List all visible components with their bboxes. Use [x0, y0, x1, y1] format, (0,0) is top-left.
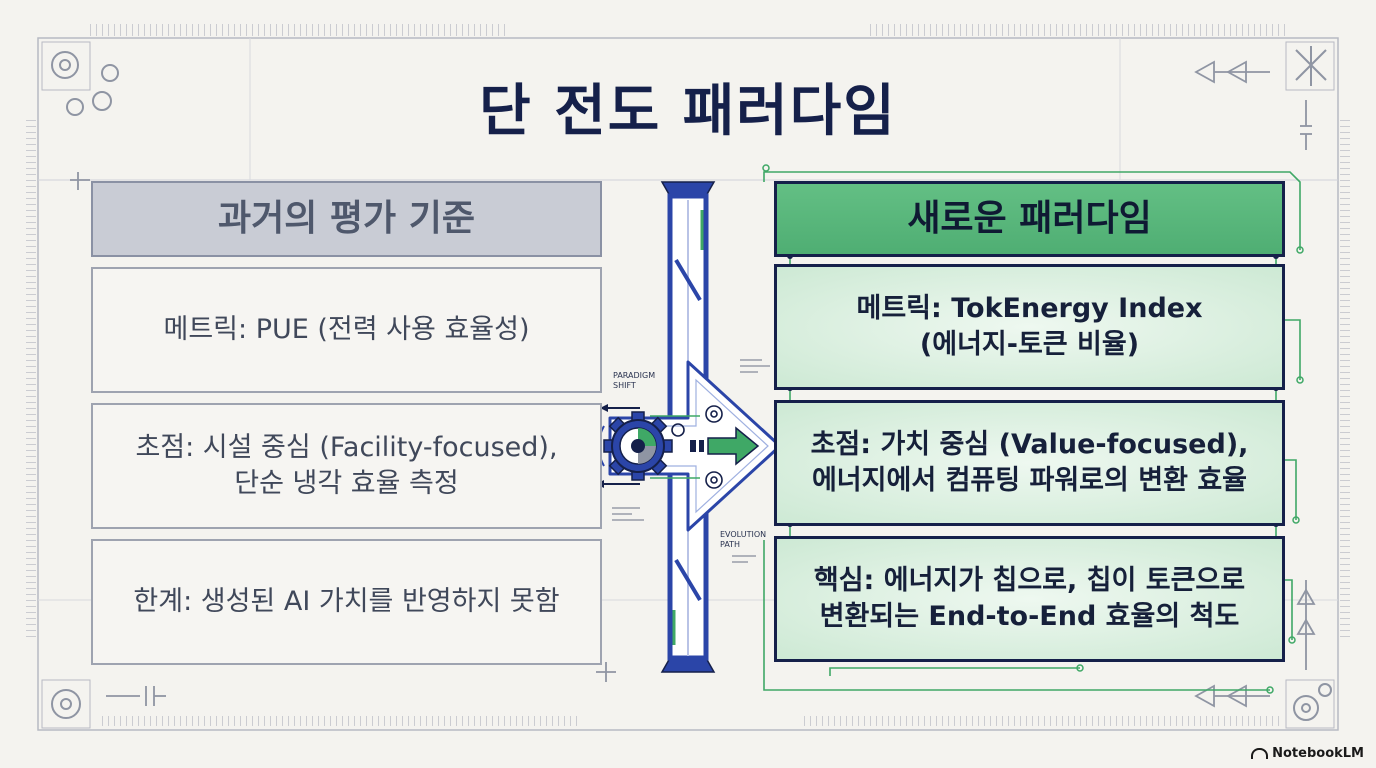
new-paradigm-text: 핵심: 에너지가 칩으로, 칩이 토큰으로 변환되는 End-to-End 효율… — [813, 565, 1246, 632]
brand-name: NotebookLM — [1272, 746, 1364, 761]
new-paradigm-text: 초점: 가치 중심 (Value-focused), 에너지에서 컴퓨팅 파워로… — [810, 429, 1249, 496]
gear-icon — [597, 411, 673, 481]
new-paradigm-row: 메트릭: TokEnergy Index (에너지-토큰 비율) — [774, 264, 1285, 390]
old-criteria-row: 메트릭: PUE (전력 사용 효율성) — [91, 267, 602, 393]
old-criteria-text: 초점: 시설 중심 (Facility-focused), 단순 냉각 효율 측… — [135, 432, 558, 499]
gear-icon — [51, 51, 1332, 721]
brand-watermark: NotebookLM — [1251, 746, 1364, 761]
old-criteria-text: 메트릭: PUE (전력 사용 효율성) — [163, 314, 530, 346]
new-paradigm-text: 메트릭: TokEnergy Index (에너지-토큰 비율) — [856, 293, 1203, 360]
paradigm-shift-label: PARADIGM SHIFT — [613, 371, 656, 390]
notebooklm-logo-icon — [1251, 748, 1269, 759]
new-paradigm-row: 초점: 가치 중심 (Value-focused), 에너지에서 컴퓨팅 파워로… — [774, 400, 1285, 526]
page-title: 단 전도 패러다임 — [479, 79, 897, 144]
old-criteria-text: 한계: 생성된 AI 가치를 반영하지 못함 — [133, 586, 560, 618]
new-paradigm-row: 핵심: 에너지가 칩으로, 칩이 토큰으로 변환되는 End-to-End 효율… — [774, 536, 1285, 662]
new-paradigm-header: 새로운 패러다임 — [774, 181, 1285, 257]
old-criteria-row: 한계: 생성된 AI 가치를 반영하지 못함 — [91, 539, 602, 665]
old-criteria-header: 과거의 평가 기준 — [91, 181, 602, 257]
old-criteria-row: 초점: 시설 중심 (Facility-focused), 단순 냉각 효율 측… — [91, 403, 602, 529]
evolution-path-label: EVOLUTION PATH — [720, 530, 767, 549]
